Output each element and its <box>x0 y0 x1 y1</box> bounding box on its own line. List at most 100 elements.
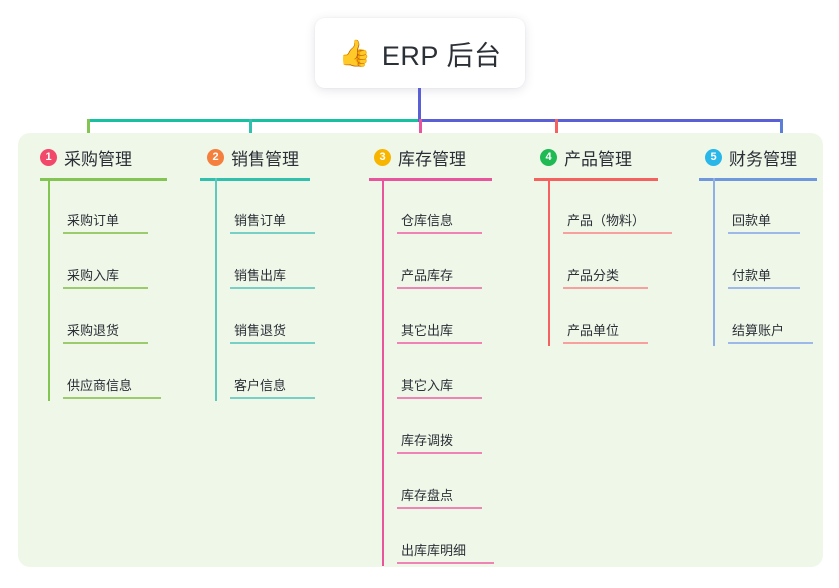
leaf-node[interactable]: 客户信息 <box>230 375 315 399</box>
branch-title-2: 销售管理 <box>231 150 299 169</box>
branch-header-4[interactable]: 4 产品管理 <box>540 145 632 170</box>
branch-column-5: 5 财务管理 回款单 付款单 结算账户 <box>683 133 823 567</box>
leaf-label: 采购订单 <box>67 213 120 228</box>
thumbs-up-icon: 👍 <box>338 38 371 68</box>
connector-stub-3 <box>419 119 422 146</box>
leaf-rule <box>63 397 161 399</box>
leaf-node[interactable]: 付款单 <box>728 265 800 289</box>
leaf-label: 库存调拨 <box>401 433 454 448</box>
leaf-node[interactable]: 其它出库 <box>397 320 482 344</box>
leaf-node[interactable]: 销售订单 <box>230 210 315 234</box>
leaf-node[interactable]: 回款单 <box>728 210 800 234</box>
leaf-node[interactable]: 库存调拨 <box>397 430 482 454</box>
leaf-label: 产品库存 <box>401 268 454 283</box>
branch-header-1[interactable]: 1 采购管理 <box>40 145 132 170</box>
leaf-node[interactable]: 产品分类 <box>563 265 648 289</box>
leaf-node[interactable]: 产品单位 <box>563 320 648 344</box>
leaf-label: 采购退货 <box>67 323 120 338</box>
branch-title-3: 库存管理 <box>398 150 466 169</box>
leaf-node[interactable]: 其它入库 <box>397 375 482 399</box>
branch-column-2: 2 销售管理 销售订单 销售出库 销售退货 客户信息 <box>185 133 352 567</box>
leaf-label: 产品单位 <box>567 323 620 338</box>
branch-rule-2 <box>200 178 310 181</box>
branch-column-4: 4 产品管理 产品（物料） 产品分类 产品单位 <box>518 133 683 567</box>
leaf-node[interactable]: 库存盘点 <box>397 485 482 509</box>
connector-stub-5 <box>780 119 783 146</box>
leaf-node[interactable]: 产品库存 <box>397 265 482 289</box>
leaf-label: 销售退货 <box>234 323 287 338</box>
leaf-rule <box>63 287 148 289</box>
leaf-node[interactable]: 仓库信息 <box>397 210 482 234</box>
leaf-rule <box>230 397 315 399</box>
connector-stub-1 <box>87 119 90 146</box>
leaf-rule <box>230 287 315 289</box>
connector-bar-right <box>418 119 782 122</box>
leaf-node[interactable]: 出库库明细 <box>397 540 494 564</box>
root-connector-vertical <box>418 88 421 121</box>
leaf-rule <box>397 452 482 454</box>
branch-header-2[interactable]: 2 销售管理 <box>207 145 299 170</box>
root-node[interactable]: 👍 ERP 后台 <box>315 18 525 88</box>
branch-badge-2: 2 <box>207 149 224 166</box>
leaf-label: 产品（物料） <box>567 213 646 228</box>
connector-stub-4 <box>555 119 558 146</box>
leaf-rule <box>63 342 148 344</box>
leaf-rule <box>563 287 648 289</box>
leaf-label: 其它入库 <box>401 378 454 393</box>
leaf-label: 产品分类 <box>567 268 620 283</box>
mindmap-panel: 1 采购管理 采购订单 采购入库 采购退货 供应商信息 <box>18 133 823 567</box>
branch-rule-3 <box>369 178 492 181</box>
branch-header-3[interactable]: 3 库存管理 <box>374 145 466 170</box>
leaf-label: 销售出库 <box>234 268 287 283</box>
leaf-rule <box>563 342 648 344</box>
branch-spine-5 <box>713 178 715 346</box>
root-node-title: ERP 后台 <box>381 40 502 71</box>
leaf-label: 客户信息 <box>234 378 287 393</box>
branch-badge-5: 5 <box>705 149 722 166</box>
leaf-node[interactable]: 供应商信息 <box>63 375 161 399</box>
branch-column-1: 1 采购管理 采购订单 采购入库 采购退货 供应商信息 <box>18 133 185 567</box>
leaf-node[interactable]: 采购订单 <box>63 210 148 234</box>
leaf-rule <box>728 287 800 289</box>
leaf-label: 销售订单 <box>234 213 287 228</box>
root-node-content: 👍 ERP 后台 <box>339 34 502 73</box>
branch-title-1: 采购管理 <box>64 150 132 169</box>
leaf-rule <box>563 232 672 234</box>
leaf-label: 仓库信息 <box>401 213 454 228</box>
branch-rule-4 <box>534 178 658 181</box>
leaf-rule <box>397 562 494 564</box>
leaf-label: 结算账户 <box>732 323 785 338</box>
leaf-node[interactable]: 销售退货 <box>230 320 315 344</box>
connector-stub-2 <box>249 119 252 146</box>
branch-badge-3: 3 <box>374 149 391 166</box>
leaf-rule <box>230 232 315 234</box>
branch-title-5: 财务管理 <box>729 150 797 169</box>
branch-header-5[interactable]: 5 财务管理 <box>705 145 797 170</box>
branch-title-4: 产品管理 <box>564 150 632 169</box>
leaf-node[interactable]: 销售出库 <box>230 265 315 289</box>
leaf-node[interactable]: 结算账户 <box>728 320 813 344</box>
leaf-label: 其它出库 <box>401 323 454 338</box>
branch-spine-2 <box>215 178 217 401</box>
leaf-rule <box>728 232 800 234</box>
leaf-label: 付款单 <box>732 268 772 283</box>
leaf-rule <box>397 342 482 344</box>
branch-rule-5 <box>699 178 817 181</box>
branch-column-3: 3 库存管理 仓库信息 产品库存 其它出库 其它入库 库存调拨 <box>352 133 518 567</box>
leaf-node[interactable]: 采购入库 <box>63 265 148 289</box>
leaf-rule <box>397 507 482 509</box>
leaf-node[interactable]: 产品（物料） <box>563 210 672 234</box>
leaf-node[interactable]: 采购退货 <box>63 320 148 344</box>
branch-spine-1 <box>48 178 50 401</box>
branch-spine-3 <box>382 178 384 566</box>
leaf-rule <box>230 342 315 344</box>
leaf-label: 库存盘点 <box>401 488 454 503</box>
branch-badge-4: 4 <box>540 149 557 166</box>
branch-badge-1: 1 <box>40 149 57 166</box>
leaf-label: 采购入库 <box>67 268 120 283</box>
branch-rule-1 <box>40 178 167 181</box>
connector-bar-left <box>87 119 420 122</box>
leaf-rule <box>728 342 813 344</box>
branch-spine-4 <box>548 178 550 346</box>
